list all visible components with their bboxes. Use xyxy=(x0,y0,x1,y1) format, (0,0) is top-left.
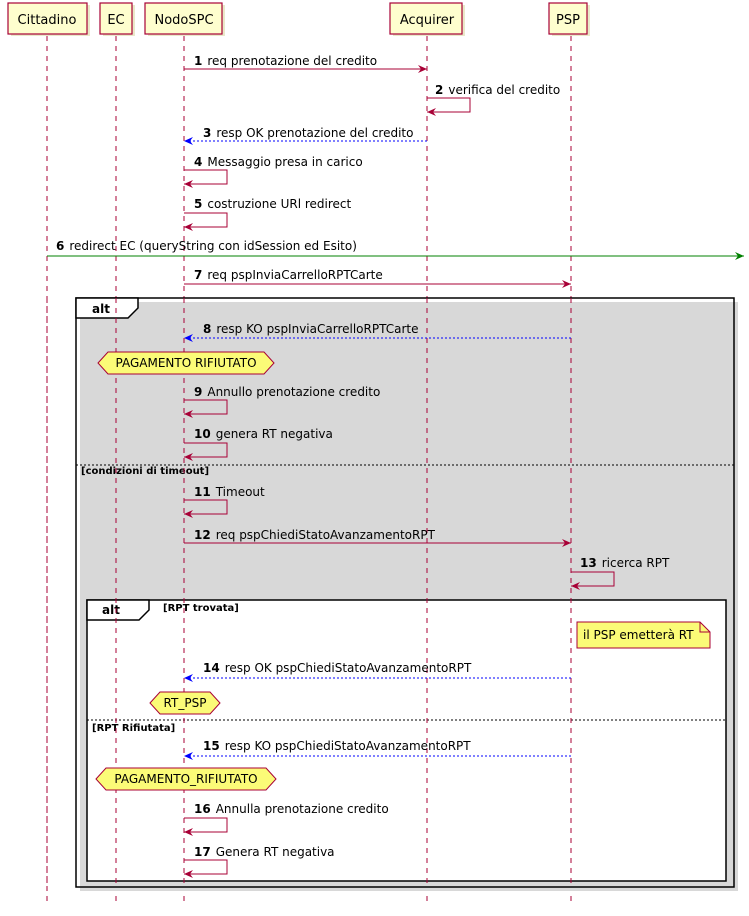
fragment-keyword: alt xyxy=(102,603,120,617)
message-number: 9 xyxy=(194,385,202,399)
message-number: 11 xyxy=(194,485,211,499)
participant-label: Acquirer xyxy=(400,13,455,28)
message-number: 4 xyxy=(194,155,202,169)
participant-label: NodoSPC xyxy=(154,13,213,28)
message-number: 12 xyxy=(194,528,211,542)
participant-psp: PSP xyxy=(548,2,590,36)
message-label: resp KO pspInviaCarrelloRPTCarte xyxy=(216,322,418,336)
message-label: req pspChiediStatoAvanzamentoRPT xyxy=(216,528,436,542)
hexagon-pagamento-rifiutato-2: PAGAMENTO_RIFIUTATO xyxy=(95,767,277,791)
hexagon-label: PAGAMENTO_RIFIUTATO xyxy=(114,772,257,786)
message-number: 14 xyxy=(203,661,220,675)
message-label: req prenotazione del credito xyxy=(207,54,377,68)
participant-label: PSP xyxy=(556,13,580,28)
message-number: 2 xyxy=(435,83,443,97)
message-16: 16 Annulla prenotazione credito xyxy=(184,802,389,836)
message-number: 5 xyxy=(194,197,202,211)
message-number: 13 xyxy=(580,556,597,570)
message-13: 13 ricerca RPT xyxy=(571,556,670,590)
message-number: 7 xyxy=(194,268,202,282)
message-6: 6 redirect EC (queryString con idSession … xyxy=(47,239,744,260)
message-1: 1 req prenotazione del credito xyxy=(184,54,427,73)
message-number: 6 xyxy=(56,239,64,253)
message-5: 5 costruzione URl redirect xyxy=(184,197,351,231)
message-9: 9 Annullo prenotazione credito xyxy=(184,385,380,418)
message-label: resp OK pspChiediStatoAvanzamentoRPT xyxy=(225,661,472,675)
message-label: costruzione URl redirect xyxy=(207,197,351,211)
message-label: ricerca RPT xyxy=(602,556,670,570)
message-label: Annulla prenotazione credito xyxy=(216,802,389,816)
participant-label: EC xyxy=(107,13,124,28)
note-label: il PSP emetterà RT xyxy=(583,628,694,642)
message-label: Messaggio presa in carico xyxy=(207,155,362,169)
hexagon-rt-psp: RT_PSP xyxy=(149,691,221,715)
message-number: 17 xyxy=(194,845,211,859)
message-2: 2 verifica del credito xyxy=(427,83,560,116)
participant-acquirer: Acquirer xyxy=(389,2,465,36)
message-8: 8 resp KO pspInviaCarrelloRPTCarte xyxy=(184,322,571,342)
participant-label: Cittadino xyxy=(18,13,77,28)
fragment-guard: [RPT Rifiutata] xyxy=(92,723,175,734)
participant-nodospc: NodoSPC xyxy=(144,2,225,36)
message-label: Timeout xyxy=(215,485,265,499)
message-14: 14 resp OK pspChiediStatoAvanzamentoRPT xyxy=(184,661,571,682)
message-11: 11 Timeout xyxy=(184,485,265,518)
message-12: 12 req pspChiediStatoAvanzamentoRPT xyxy=(184,528,571,547)
participant-cittadino: Cittadino xyxy=(7,2,90,36)
message-number: 16 xyxy=(194,802,211,816)
note-psp-emettera-rt: il PSP emetterà RT xyxy=(576,621,711,649)
message-3: 3 resp OK prenotazione del credito xyxy=(184,126,427,145)
message-17: 17 Genera RT negativa xyxy=(184,845,335,878)
message-7: 7 req pspInviaCarrelloRPTCarte xyxy=(184,268,571,288)
message-label: req pspInviaCarrelloRPTCarte xyxy=(207,268,382,282)
hexagon-label: RT_PSP xyxy=(164,696,207,710)
message-label: resp KO pspChiediStatoAvanzamentoRPT xyxy=(225,739,472,753)
fragment-guard: [condizioni di timeout] xyxy=(81,466,209,477)
message-label: resp OK prenotazione del credito xyxy=(216,126,413,140)
message-number: 10 xyxy=(194,427,211,441)
fragment-guard: [RPT trovata] xyxy=(163,603,239,614)
message-number: 15 xyxy=(203,739,220,753)
message-label: Annullo prenotazione credito xyxy=(207,385,380,399)
message-label: verifica del credito xyxy=(448,83,560,97)
message-number: 1 xyxy=(194,54,202,68)
message-4: 4 Messaggio presa in carico xyxy=(184,155,363,188)
hexagon-label: PAGAMENTO RIFIUTATO xyxy=(115,356,256,370)
message-15: 15 resp KO pspChiediStatoAvanzamentoRPT xyxy=(184,739,571,760)
message-number: 8 xyxy=(203,322,211,336)
participant-ec: EC xyxy=(99,2,135,36)
message-label: Genera RT negativa xyxy=(216,845,335,859)
message-number: 3 xyxy=(203,126,211,140)
message-label: genera RT negativa xyxy=(216,427,333,441)
hexagon-pagamento-rifiutato: PAGAMENTO RIFIUTATO xyxy=(97,351,275,375)
fragment-keyword: alt xyxy=(92,302,110,316)
message-10: 10 genera RT negativa xyxy=(184,427,333,461)
message-label: redirect EC (queryString con idSession e… xyxy=(69,239,357,253)
